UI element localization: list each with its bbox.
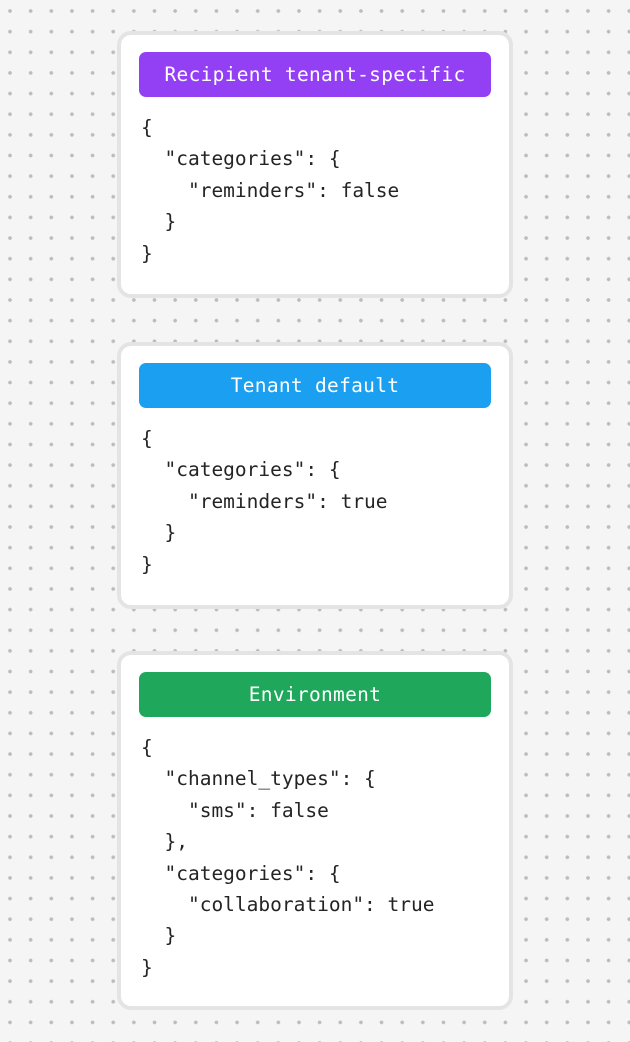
json-code-block-environment: { "channel_types": { "sms": false }, "ca… — [141, 736, 435, 979]
badge-recipient-tenant-specific: Recipient tenant-specific — [139, 52, 491, 97]
card-tenant-default: Tenant default { "categories": { "remind… — [117, 342, 513, 609]
json-code-block-tenant-default: { "categories": { "reminders": true } } — [141, 427, 388, 576]
badge-label: Tenant default — [230, 374, 400, 397]
badge-tenant-default: Tenant default — [139, 363, 491, 408]
badge-label: Recipient tenant-specific — [164, 63, 466, 86]
badge-environment: Environment — [139, 672, 491, 717]
card-environment: Environment { "channel_types": { "sms": … — [117, 651, 513, 1010]
card-recipient-tenant-specific: Recipient tenant-specific { "categories"… — [117, 31, 513, 298]
json-code-block-recipient: { "categories": { "reminders": false } } — [141, 116, 400, 265]
badge-label: Environment — [248, 683, 382, 706]
